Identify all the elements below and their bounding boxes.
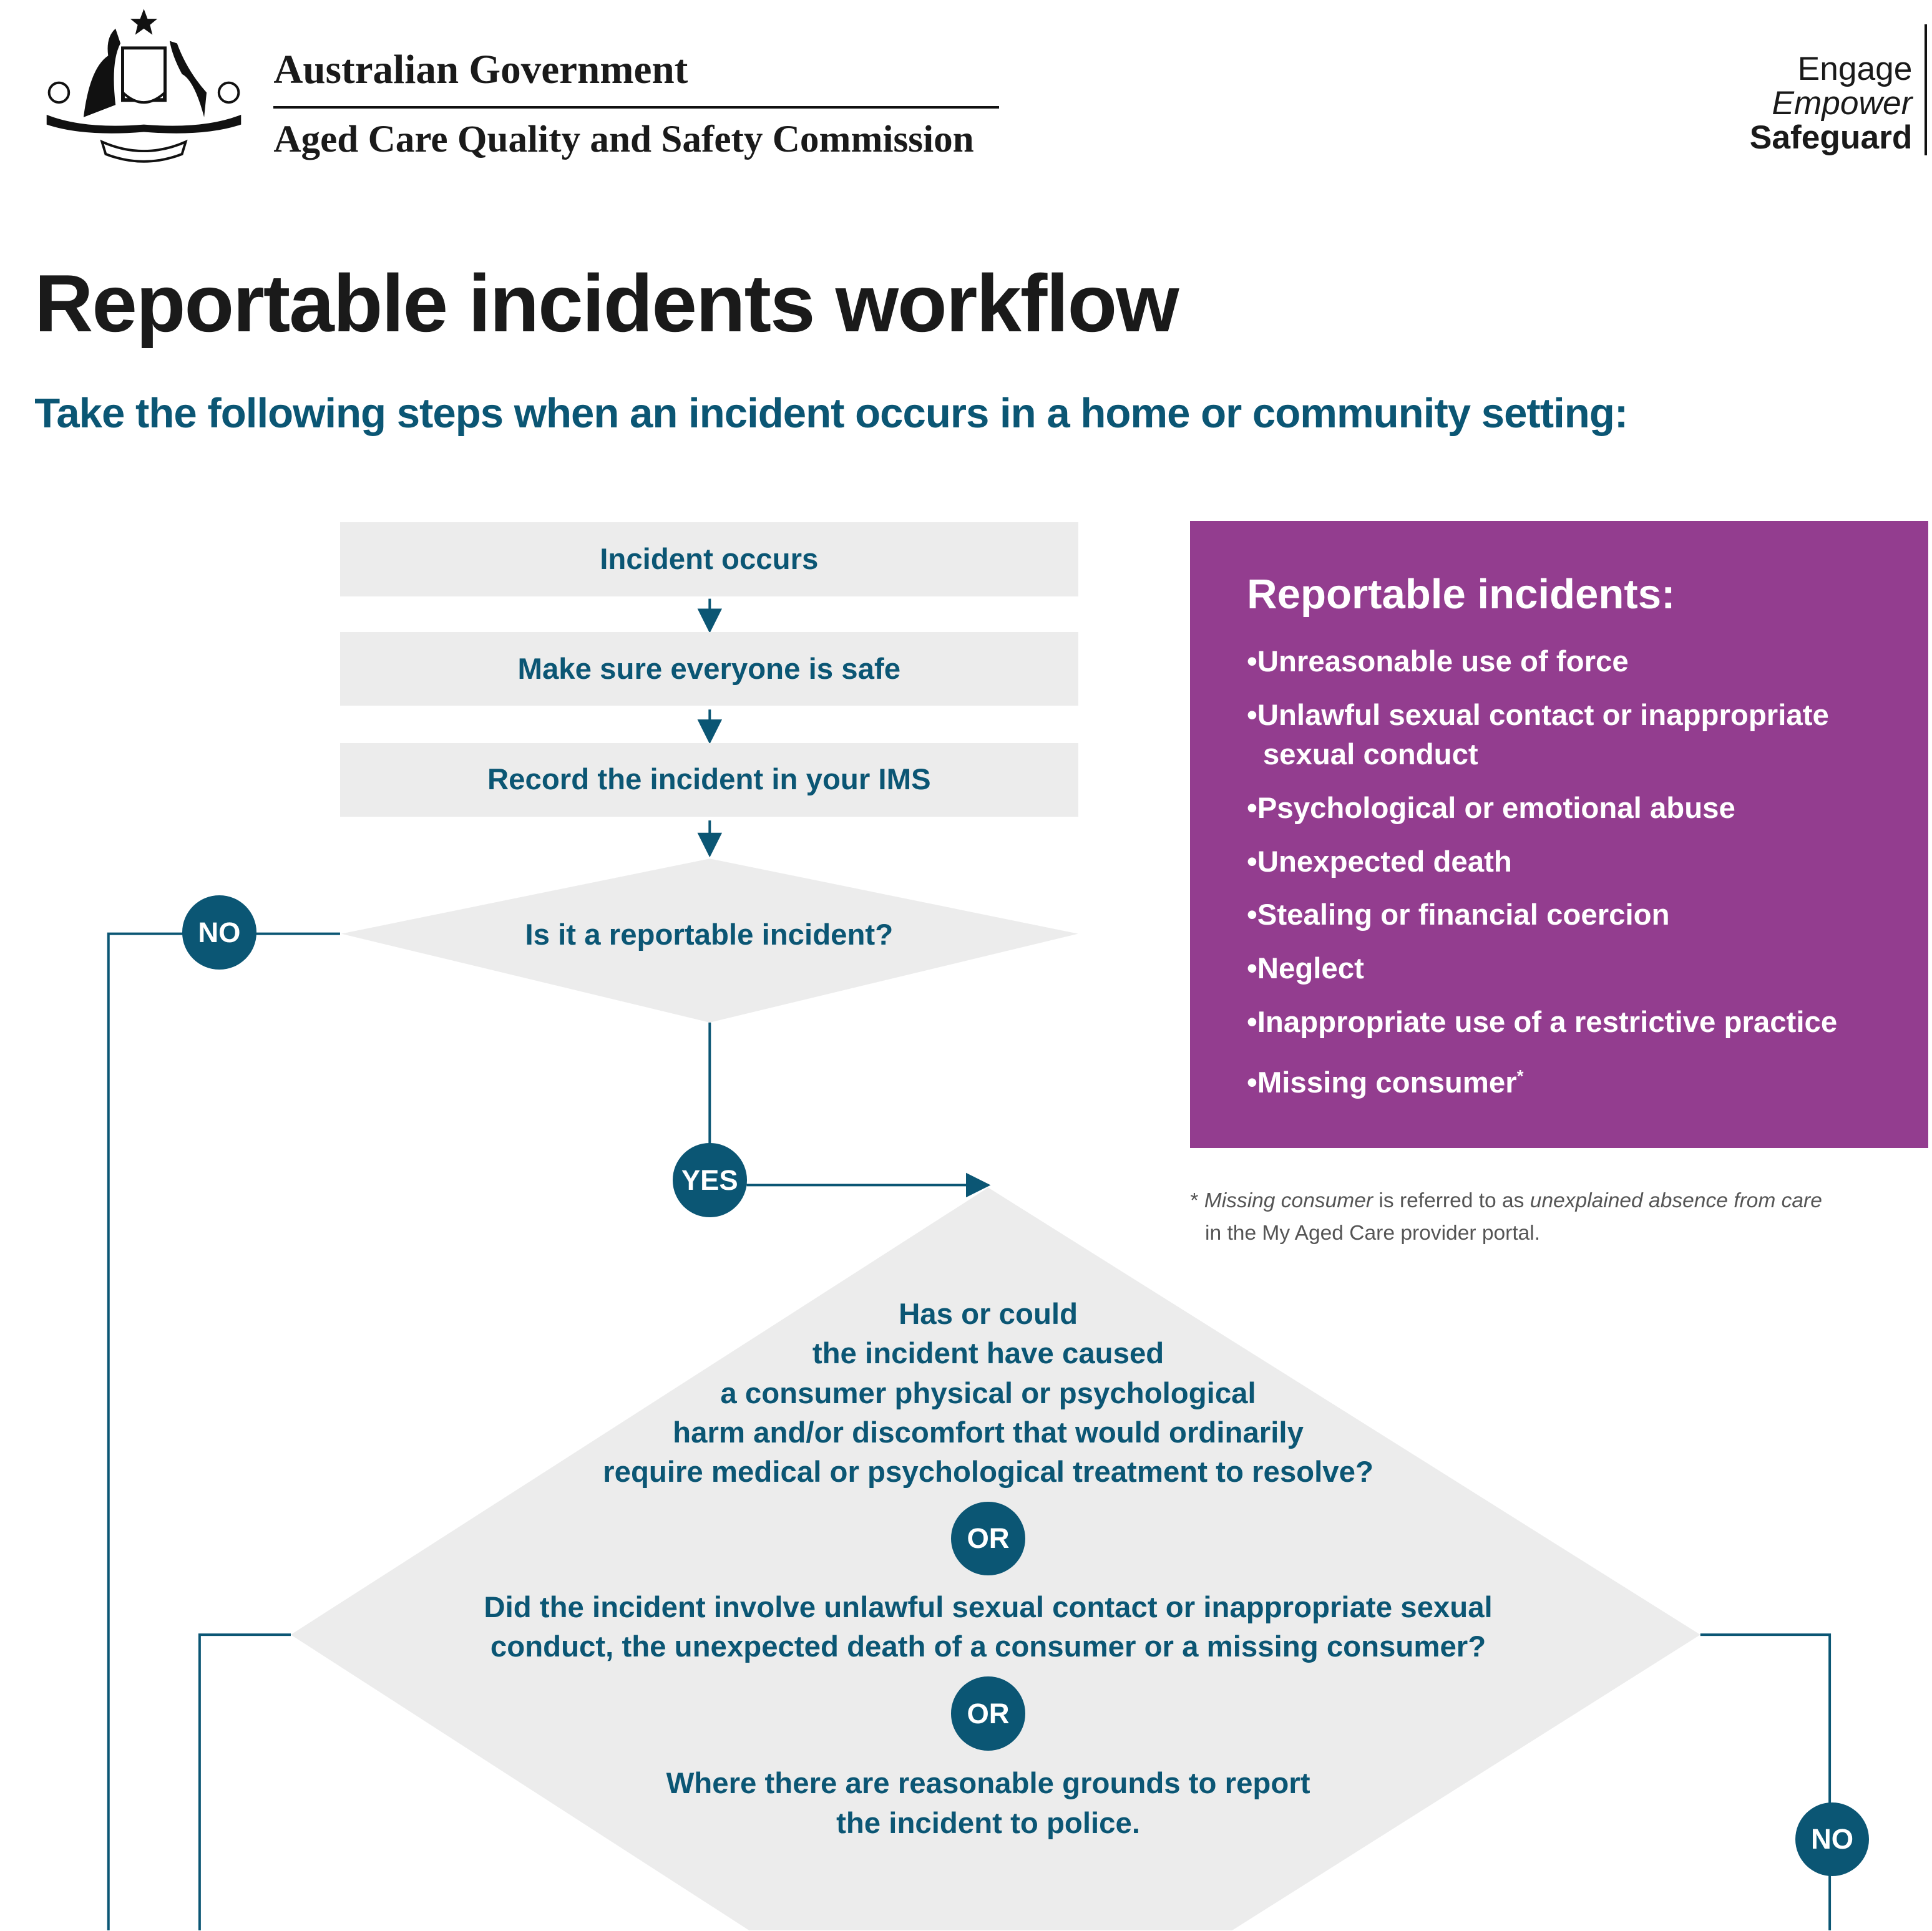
page-subtitle: Take the following steps when an inciden… <box>34 389 1628 437</box>
decision-diamond-1 <box>341 858 1078 1023</box>
text-line: the incident have caused <box>812 1337 1164 1371</box>
text-line: the incident to police. <box>836 1806 1141 1840</box>
list-item: Unreasonable use of force <box>1247 642 1912 681</box>
list-item: Stealing or financial coercion <box>1247 895 1912 935</box>
list-item: Missing consumer* <box>1247 1056 1912 1102</box>
page-title: Reportable incidents workflow <box>34 257 1179 349</box>
text-line: harm and/or discomfort that would ordina… <box>673 1416 1304 1449</box>
footnote: * Missing consumer is referred to as une… <box>1190 1185 1822 1249</box>
or-badge: OR <box>951 1501 1025 1576</box>
tagline-safeguard: Safeguard <box>1749 119 1913 157</box>
tagline: Engage Empower Safeguard <box>1750 52 1913 155</box>
list-item: Unexpected death <box>1247 842 1912 882</box>
footnote-marker: * <box>1516 1066 1524 1086</box>
text-line: require medical or psychological treatme… <box>603 1455 1373 1489</box>
list-item: Unlawful sexual contact or inappropriate… <box>1247 696 1912 774</box>
list-item-text: Missing consumer <box>1257 1066 1517 1099</box>
footnote-term: unexplained absence from care <box>1530 1189 1822 1213</box>
step-incident-occurs: Incident occurs <box>339 522 1078 596</box>
coat-of-arms-logo <box>47 9 242 163</box>
question-police: Where there are reasonable grounds to re… <box>372 1764 1604 1842</box>
text-line: Did the incident involve unlawful sexual… <box>484 1591 1493 1625</box>
text-line: conduct, the unexpected death of a consu… <box>490 1630 1486 1664</box>
no-badge: NO <box>1795 1802 1870 1877</box>
no-badge: NO <box>182 895 256 970</box>
text-line: Has or could <box>899 1298 1078 1331</box>
footnote-text: is referred to as <box>1373 1189 1530 1213</box>
header-divider <box>273 105 1000 109</box>
tagline-rule <box>1925 24 1928 155</box>
question-sexual-death-missing: Did the incident involve unlawful sexual… <box>372 1588 1604 1666</box>
footnote-line2: in the My Aged Care provider portal. <box>1205 1221 1541 1245</box>
step-record-ims: Record the incident in your IMS <box>339 742 1078 817</box>
reportable-incidents-panel: Reportable incidents: Unreasonable use o… <box>1190 521 1929 1149</box>
tagline-empower: Empower <box>1772 85 1913 122</box>
panel-title: Reportable incidents: <box>1247 571 1676 618</box>
text-line: Where there are reasonable grounds to re… <box>666 1767 1310 1801</box>
or-badge: OR <box>951 1676 1025 1751</box>
decision-reportable: Is it a reportable incident? <box>525 918 894 952</box>
footnote-star: * <box>1190 1189 1204 1213</box>
gov-name: Australian Government <box>273 47 688 93</box>
text-line: a consumer physical or psychological <box>720 1376 1256 1410</box>
list-item: Inappropriate use of a restrictive pract… <box>1247 1003 1912 1042</box>
list-item: Psychological or emotional abuse <box>1247 789 1912 828</box>
step-make-safe: Make sure everyone is safe <box>339 631 1078 706</box>
list-item: Neglect <box>1247 949 1912 988</box>
tagline-engage: Engage <box>1797 50 1913 87</box>
question-harm: Has or could the incident have caused a … <box>372 1295 1604 1492</box>
yes-badge: YES <box>673 1143 747 1217</box>
footnote-term: Missing consumer <box>1204 1189 1373 1213</box>
incident-list: Unreasonable use of force Unlawful sexua… <box>1247 642 1912 1117</box>
agency-name: Aged Care Quality and Safety Commission <box>273 117 974 160</box>
